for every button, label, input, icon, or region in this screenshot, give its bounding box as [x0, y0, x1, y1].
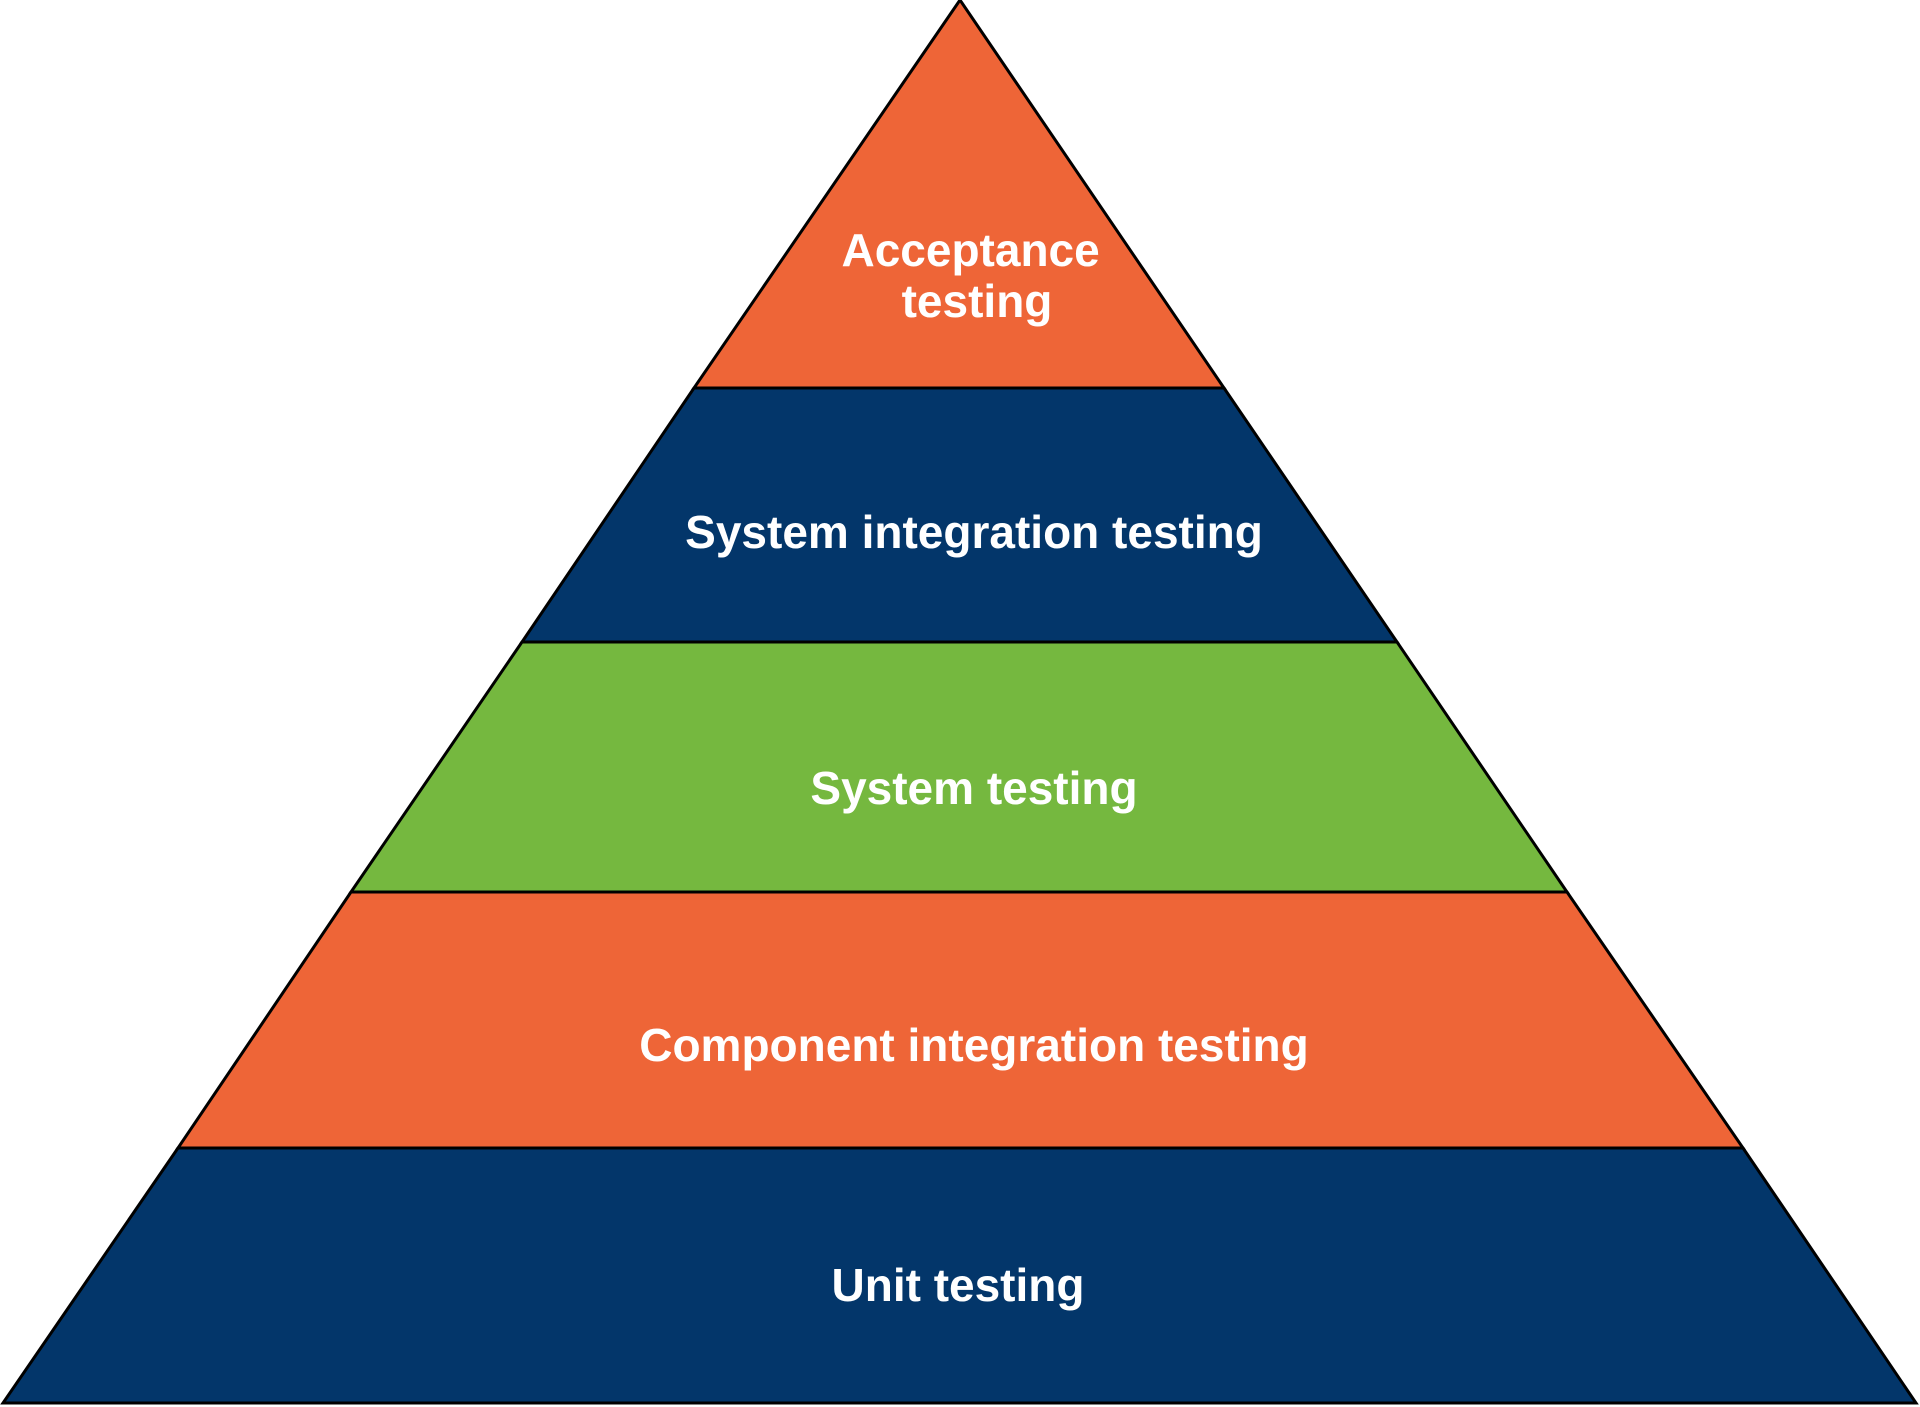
layer-label-acceptance-line-2: testing — [902, 275, 1053, 327]
layer-label-component-integration: Component integration testing — [639, 1019, 1309, 1071]
layer-shape-acceptance — [691, 0, 1227, 390]
pyramid-layer-acceptance: Acceptance testing — [691, 0, 1227, 390]
pyramid-layer-component-integration: Component integration testing — [175, 890, 1746, 1150]
pyramid-layer-system-integration: System integration testing — [519, 386, 1400, 644]
layer-label-unit: Unit testing — [832, 1259, 1085, 1311]
layer-label-system-integration: System integration testing — [685, 506, 1263, 558]
layer-label-acceptance: Acceptance testing — [841, 224, 1112, 327]
layer-label-acceptance-line-1: Acceptance — [841, 224, 1099, 276]
layer-shape-unit — [0, 1146, 1919, 1405]
pyramid-layer-system: System testing — [348, 640, 1570, 894]
pyramid-layer-unit: Unit testing — [0, 1146, 1919, 1405]
layer-label-system: System testing — [810, 762, 1137, 814]
